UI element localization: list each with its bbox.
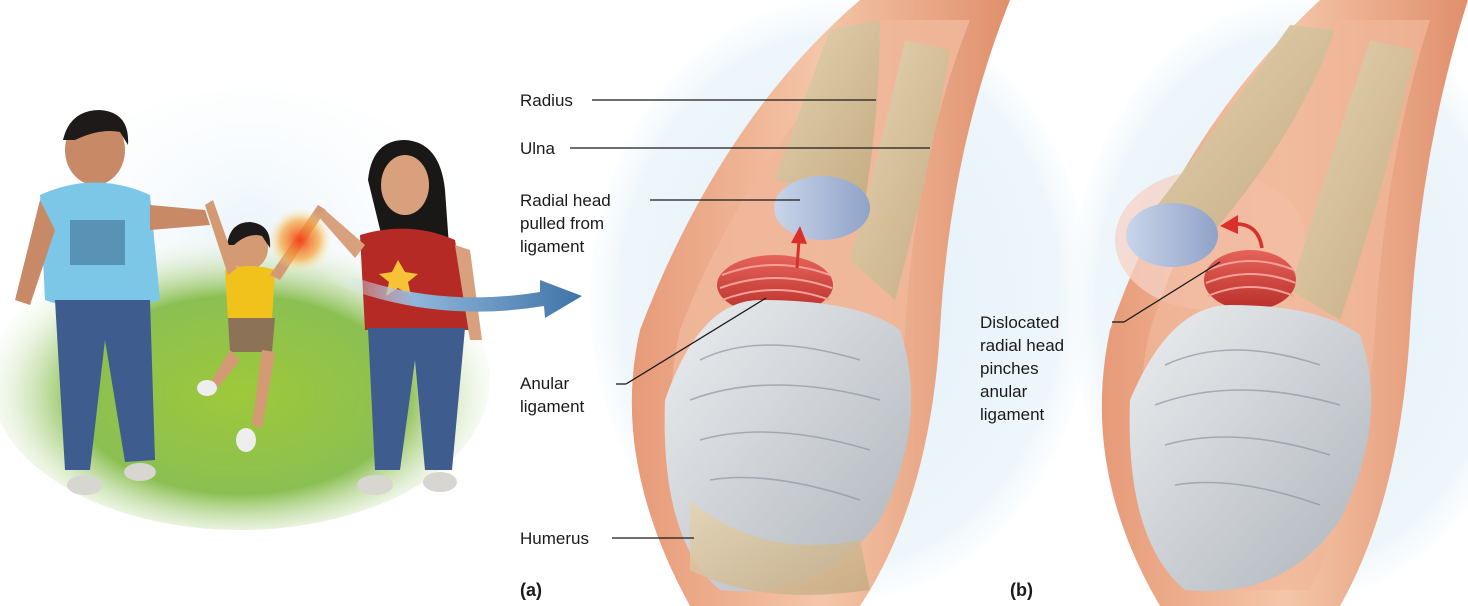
elbow-panel-b xyxy=(1070,0,1468,606)
anular-ligament-b xyxy=(1204,250,1296,310)
label-anular-line1: Anular xyxy=(520,373,569,394)
label-ulna: Ulna xyxy=(520,138,555,159)
family-scene xyxy=(0,90,582,530)
label-humerus: Humerus xyxy=(520,528,589,549)
label-dislocated-line3: pinches xyxy=(980,358,1039,379)
label-anular-line2: ligament xyxy=(520,396,584,417)
label-radial-head-line1: Radial head xyxy=(520,190,611,211)
label-radius: Radius xyxy=(520,90,573,111)
panel-label-b: (b) xyxy=(1010,580,1033,601)
radial-head-a xyxy=(774,176,870,240)
label-dislocated-line1: Dislocated xyxy=(980,312,1059,333)
label-radial-head-line3: ligament xyxy=(520,236,584,257)
label-dislocated-line5: ligament xyxy=(980,404,1044,425)
label-dislocated-line2: radial head xyxy=(980,335,1064,356)
radial-head-b xyxy=(1126,203,1218,267)
label-dislocated-line4: anular xyxy=(980,381,1027,402)
panel-label-a: (a) xyxy=(520,580,542,601)
elbow-panel-a xyxy=(590,0,1090,606)
label-radial-head-line2: pulled from xyxy=(520,213,604,234)
